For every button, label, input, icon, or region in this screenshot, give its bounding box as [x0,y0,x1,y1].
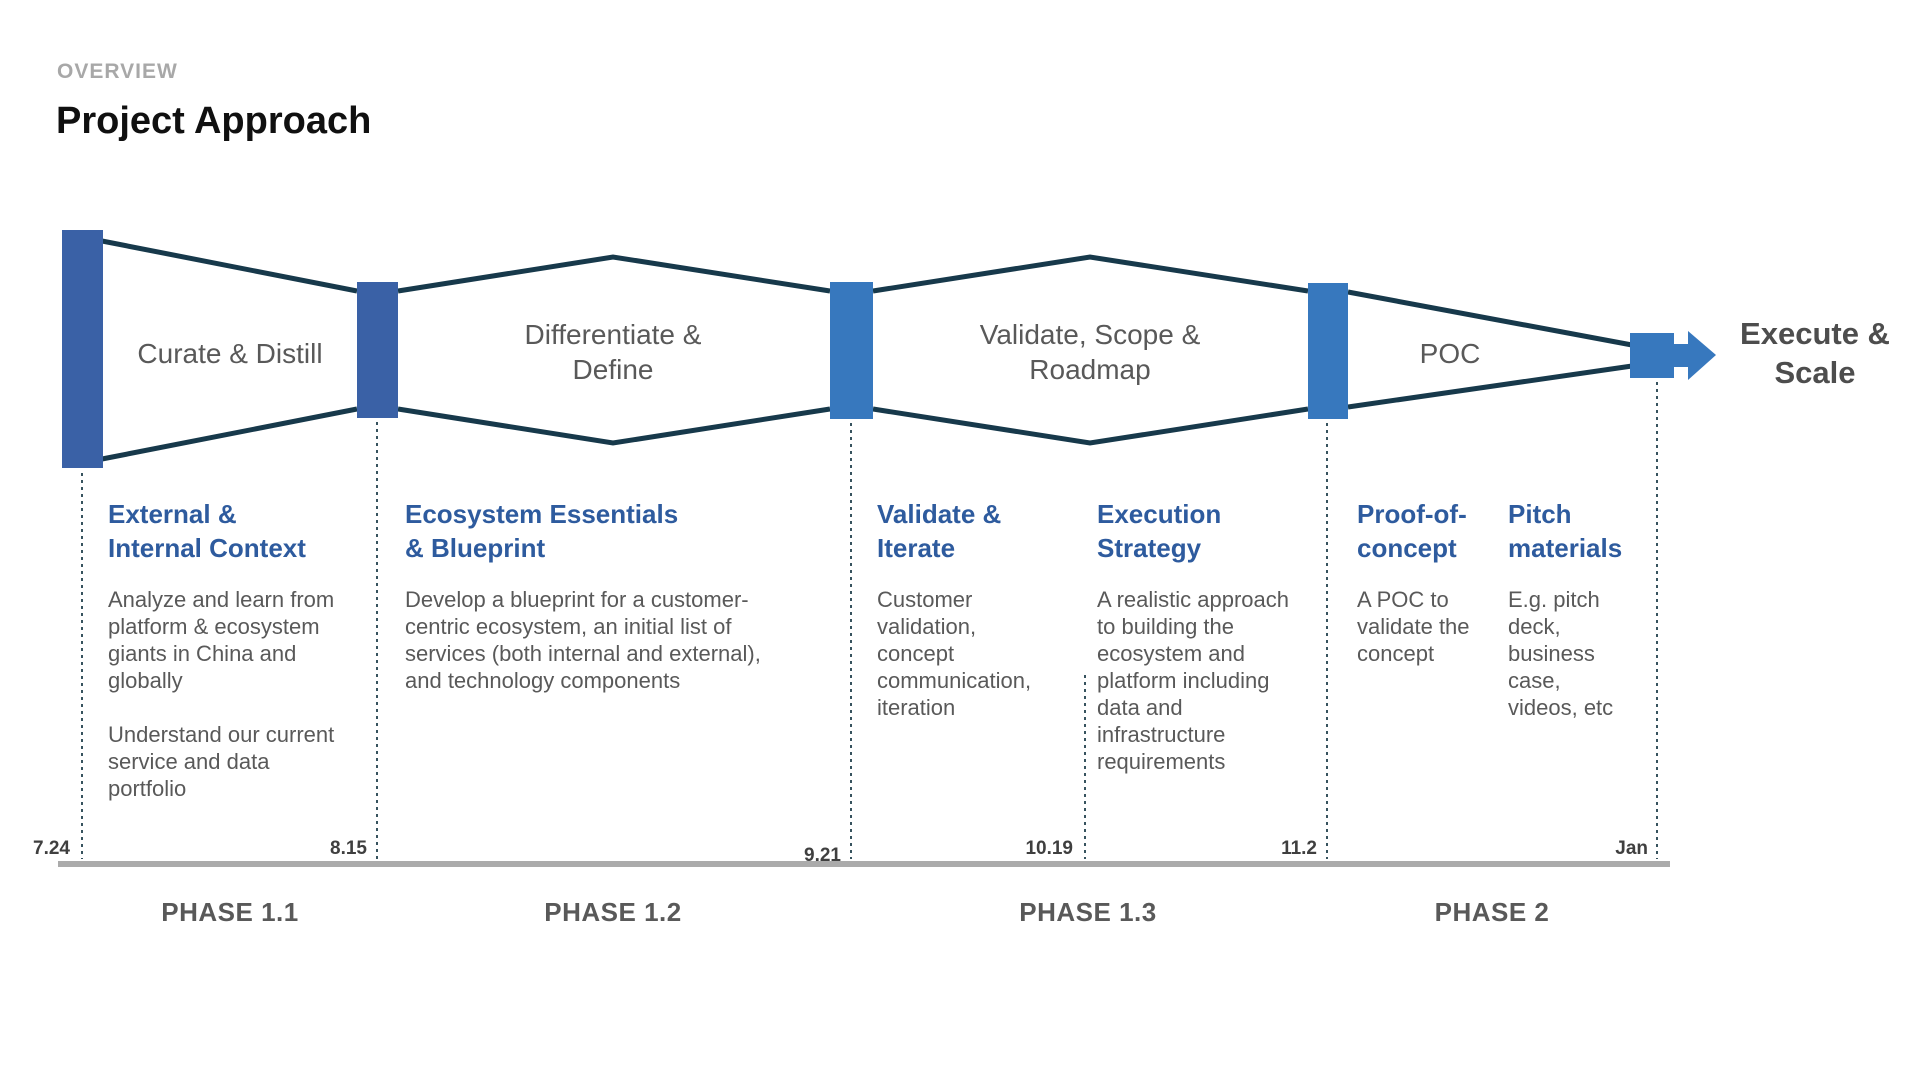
column-heading: Pitch materials [1508,499,1623,563]
column-body: E.g. pitch deck, business case, videos, … [1508,587,1614,720]
timeline-date-3: 9.21 [804,845,841,866]
timeline-date-4: 10.19 [1025,838,1073,859]
funnel-stage-label-validate-scope-roadmap: Validate, Scope & Roadmap [979,319,1201,385]
phase-label-1-2: PHASE 1.2 [544,897,682,927]
timeline-axis [58,861,1670,867]
phase-label-2: PHASE 2 [1434,897,1550,927]
timeline-date-1: 7.24 [33,838,70,859]
column-heading: Validate & Iterate [877,499,1002,563]
column-execution-strategy: Execution Strategy A realistic approach … [1097,497,1312,802]
column-heading: Execution Strategy [1097,499,1222,563]
arrow-icon [1630,331,1716,380]
column-body: A POC to validate the concept [1357,587,1470,666]
phase-label-1-3: PHASE 1.3 [1019,897,1157,927]
funnel-bar-2 [357,282,398,418]
funnel-top-line [101,238,1633,348]
column-ecosystem-essentials-blueprint: Ecosystem Essentials & Blueprint Develop… [405,497,835,721]
funnel-bar-3 [830,282,873,419]
timeline-date-6: Jan [1615,838,1648,859]
column-body: A realistic approach to building the eco… [1097,587,1289,774]
column-heading: External & Internal Context [108,499,306,563]
funnel-bar-1 [62,230,103,468]
phase-label-1-1: PHASE 1.1 [161,897,299,927]
column-validate-iterate: Validate & Iterate Customer validation, … [877,497,1047,748]
funnel-bottom-line [101,363,1633,462]
page-title: Project Approach [56,100,372,142]
column-body: Analyze and learn from platform & ecosys… [108,587,335,693]
column-heading: Ecosystem Essentials & Blueprint [405,499,679,563]
column-proof-of-concept: Proof-of- concept A POC to validate the … [1357,497,1492,694]
funnel-bar-4 [1308,283,1348,419]
column-body: Customer validation, concept communicati… [877,587,1032,720]
funnel-stage-label-poc: POC [1419,338,1481,369]
timeline-date-2: 8.15 [330,838,367,859]
slide-kicker: OVERVIEW [57,60,178,83]
column-pitch-materials: Pitch materials E.g. pitch deck, busines… [1508,497,1638,748]
column-body: Understand our current service and data … [108,722,335,801]
column-body: Develop a blueprint for a customer- cent… [405,587,761,693]
funnel-end-label-execute-scale: Execute & Scale [1740,316,1890,390]
column-external-internal-context: External & Internal Context Analyze and … [108,497,353,829]
funnel-stage-label-curate-distill: Curate & Distill [137,338,323,369]
column-heading: Proof-of- concept [1357,499,1467,563]
funnel-stage-label-differentiate-define: Differentiate & Define [524,319,702,385]
timeline-date-5: 11.2 [1281,838,1317,859]
